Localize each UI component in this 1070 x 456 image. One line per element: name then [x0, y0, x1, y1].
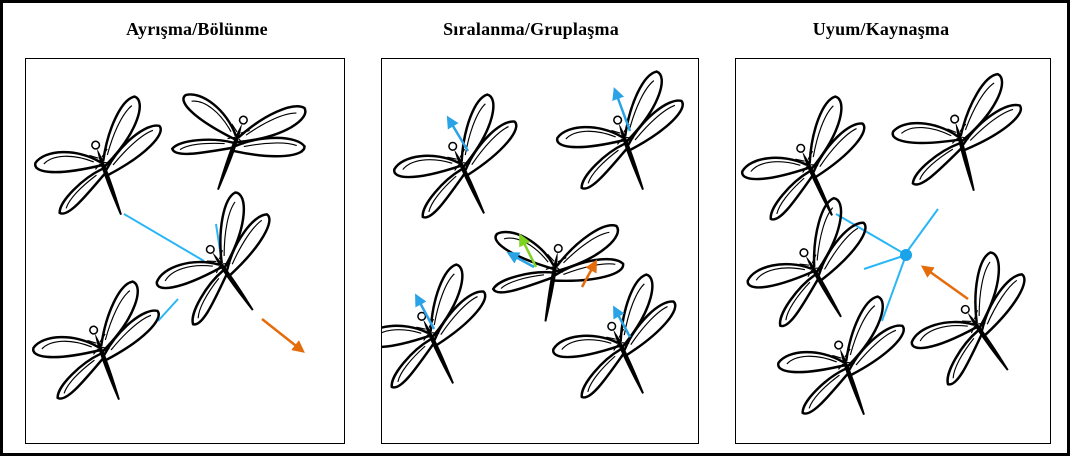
dragonfly-icon [26, 92, 184, 237]
dragonfly-icon [540, 269, 700, 421]
dragonfly-icon [736, 91, 893, 243]
arrow-icon [262, 319, 300, 349]
panel-title-alignment: Sıralanma/Gruplaşma [381, 19, 681, 40]
dragonfly-icon [768, 292, 927, 437]
arrow-icon [582, 265, 594, 287]
dragonfly-icon [382, 259, 514, 411]
arrow-icon [926, 269, 968, 299]
dragonfly-icon [736, 191, 899, 349]
dragonfly-icon [894, 245, 1052, 407]
arrow-icon [616, 93, 630, 131]
alignment-panel [381, 58, 699, 444]
dragonfly-icon [885, 71, 1039, 208]
center-point-icon [900, 249, 912, 261]
velocity-arrows [418, 93, 630, 337]
dragonfly-icon [382, 89, 545, 241]
dragonfly-icon [483, 205, 630, 333]
panel-title-cohesion: Uyum/Kaynaşma [731, 19, 1031, 40]
cohesion-panel [735, 58, 1051, 444]
dragonfly-icon [26, 277, 182, 422]
separation-panel [25, 58, 345, 444]
dragonfly-icon [158, 68, 317, 213]
dragonfly-icon [139, 185, 307, 347]
dragonfly-icon [547, 67, 700, 212]
panel-title-separation: Ayrışma/Bölünme [47, 19, 347, 40]
